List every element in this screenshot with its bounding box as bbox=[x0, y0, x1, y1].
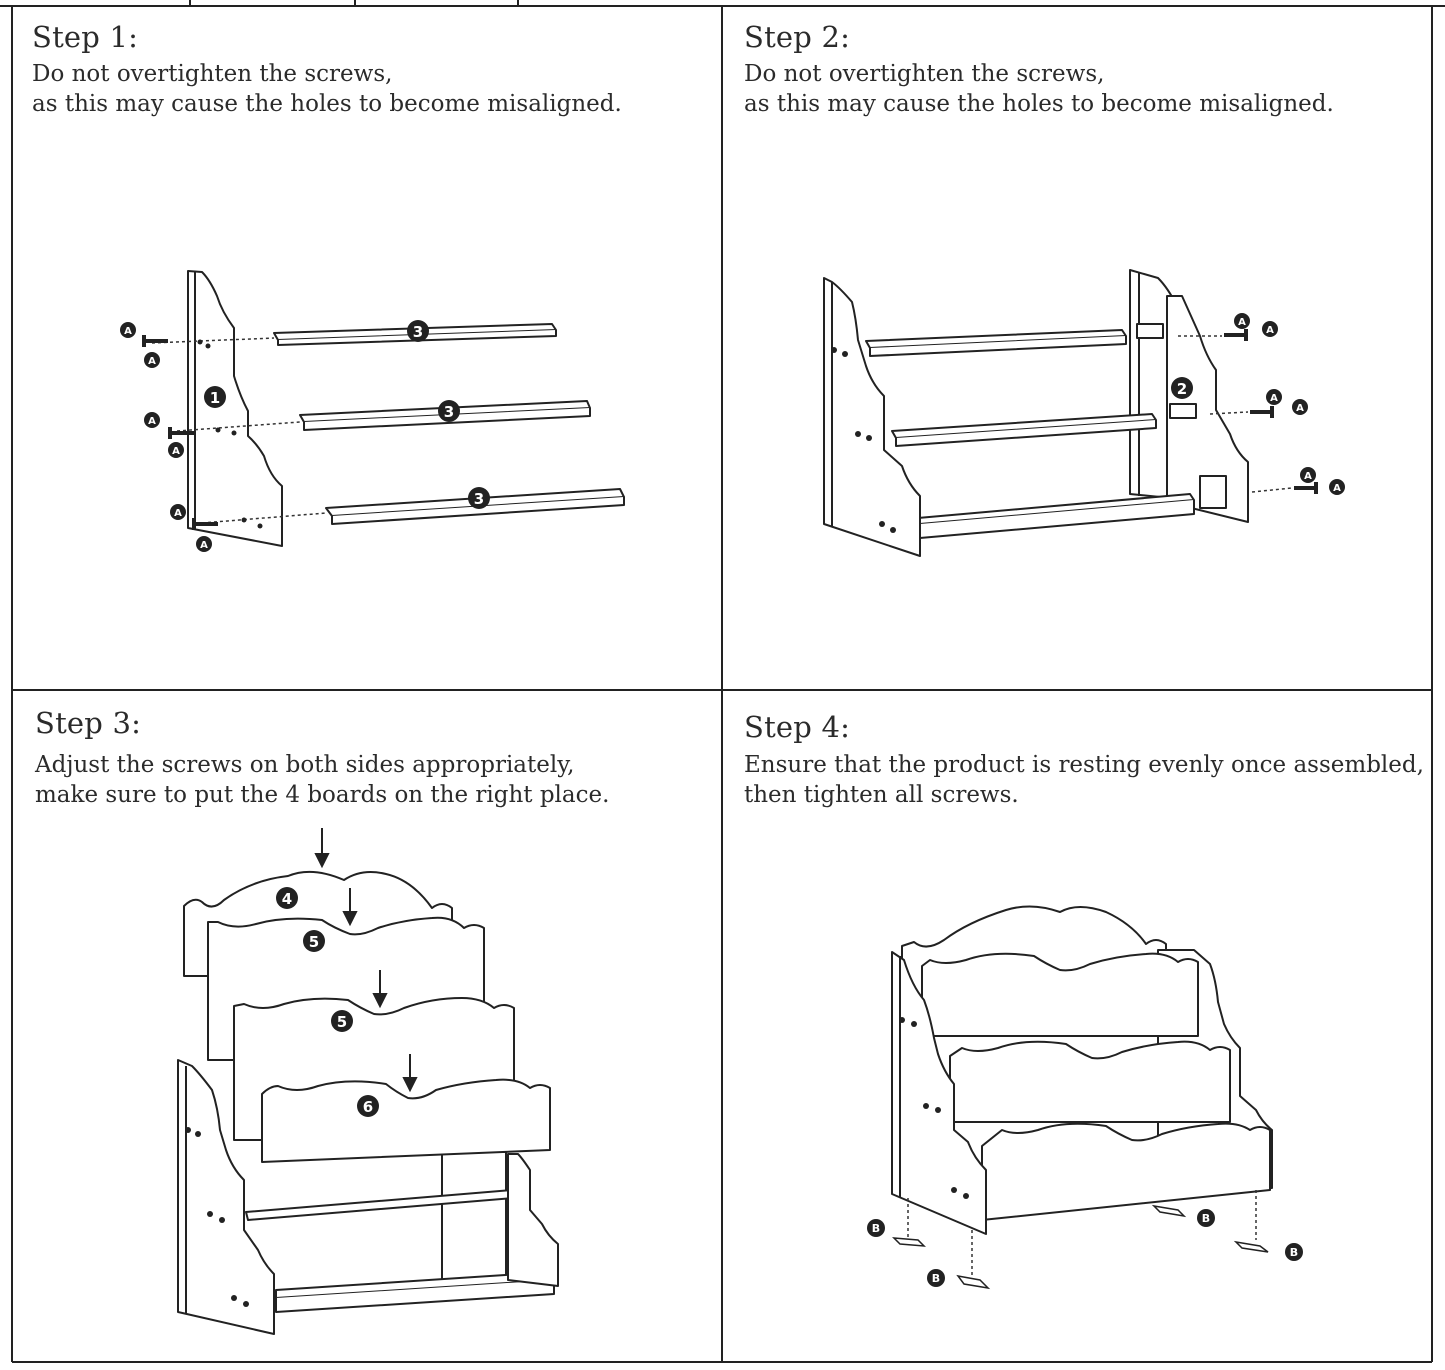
svg-text:A: A bbox=[124, 326, 132, 337]
svg-text:A: A bbox=[1266, 325, 1274, 336]
svg-text:B: B bbox=[1202, 1212, 1210, 1225]
down-arrow-icons bbox=[314, 828, 418, 1093]
step-4-line-1: Ensure that the product is resting evenl… bbox=[744, 752, 1424, 778]
step-1-panel: Step 1: Do not overtighten the screws, a… bbox=[12, 6, 722, 690]
svg-text:A: A bbox=[148, 416, 156, 427]
svg-text:B: B bbox=[872, 1222, 880, 1235]
svg-text:A: A bbox=[174, 508, 182, 519]
step-2-line-1: Do not overtighten the screws, bbox=[744, 61, 1105, 87]
step-3-diagram: 4 5 5 6 bbox=[177, 828, 559, 1335]
step-3-line-1: Adjust the screws on both sides appropri… bbox=[35, 752, 575, 778]
svg-text:A: A bbox=[1296, 403, 1304, 414]
svg-text:5: 5 bbox=[337, 1013, 347, 1031]
svg-text:1: 1 bbox=[210, 389, 220, 407]
part-number-icons: 2 bbox=[1171, 377, 1193, 399]
svg-text:5: 5 bbox=[309, 933, 319, 951]
svg-text:3: 3 bbox=[413, 323, 423, 341]
pad-label-icons: B B B B bbox=[867, 1209, 1303, 1287]
step-4-panel: Step 4: Ensure that the product is resti… bbox=[722, 690, 1432, 1362]
svg-text:A: A bbox=[1238, 317, 1246, 328]
step-3-panel: Step 3: Adjust the screws on both sides … bbox=[12, 690, 722, 1362]
step-1-line-2: as this may cause the holes to become mi… bbox=[32, 91, 622, 117]
step-4-diagram: B B B B bbox=[867, 905, 1303, 1290]
step-1-line-1: Do not overtighten the screws, bbox=[32, 61, 393, 87]
svg-text:A: A bbox=[200, 540, 208, 551]
part-number-icons: 1 3 3 3 bbox=[204, 320, 490, 509]
svg-text:A: A bbox=[1333, 483, 1341, 494]
step-2-instructions: Do not overtighten the screws, as this m… bbox=[744, 59, 1334, 119]
step-4-instructions: Ensure that the product is resting evenl… bbox=[744, 750, 1424, 810]
step-2-line-2: as this may cause the holes to become mi… bbox=[744, 91, 1334, 117]
screw-label-icons: A A A A A A bbox=[1234, 313, 1345, 495]
step-1-title: Step 1: bbox=[32, 20, 139, 54]
svg-text:A: A bbox=[148, 356, 156, 367]
svg-text:6: 6 bbox=[363, 1098, 373, 1116]
svg-text:B: B bbox=[932, 1272, 940, 1285]
step-3-instructions: Adjust the screws on both sides appropri… bbox=[35, 750, 609, 810]
svg-text:A: A bbox=[1304, 471, 1312, 482]
step-4-line-2: then tighten all screws. bbox=[744, 782, 1019, 808]
step-2-diagram: A A A A A A 2 bbox=[823, 269, 1345, 557]
step-2-title: Step 2: bbox=[744, 20, 851, 54]
step-1-diagram: A A A A A A 1 3 3 3 bbox=[120, 270, 625, 552]
screw-label-icons: A A A A A A bbox=[120, 322, 212, 552]
svg-text:3: 3 bbox=[474, 490, 484, 508]
part-number-icons: 4 5 5 6 bbox=[276, 887, 379, 1117]
step-4-title: Step 4: bbox=[744, 710, 851, 744]
svg-text:B: B bbox=[1290, 1246, 1298, 1259]
svg-text:A: A bbox=[172, 446, 180, 457]
svg-text:A: A bbox=[1270, 393, 1278, 404]
svg-text:2: 2 bbox=[1177, 380, 1187, 398]
svg-text:3: 3 bbox=[444, 403, 454, 421]
step-1-instructions: Do not overtighten the screws, as this m… bbox=[32, 59, 622, 119]
svg-text:4: 4 bbox=[282, 890, 292, 908]
step-3-title: Step 3: bbox=[35, 706, 142, 740]
step-3-line-2: make sure to put the 4 boards on the rig… bbox=[35, 782, 610, 808]
step-2-panel: Step 2: Do not overtighten the screws, a… bbox=[722, 6, 1432, 690]
